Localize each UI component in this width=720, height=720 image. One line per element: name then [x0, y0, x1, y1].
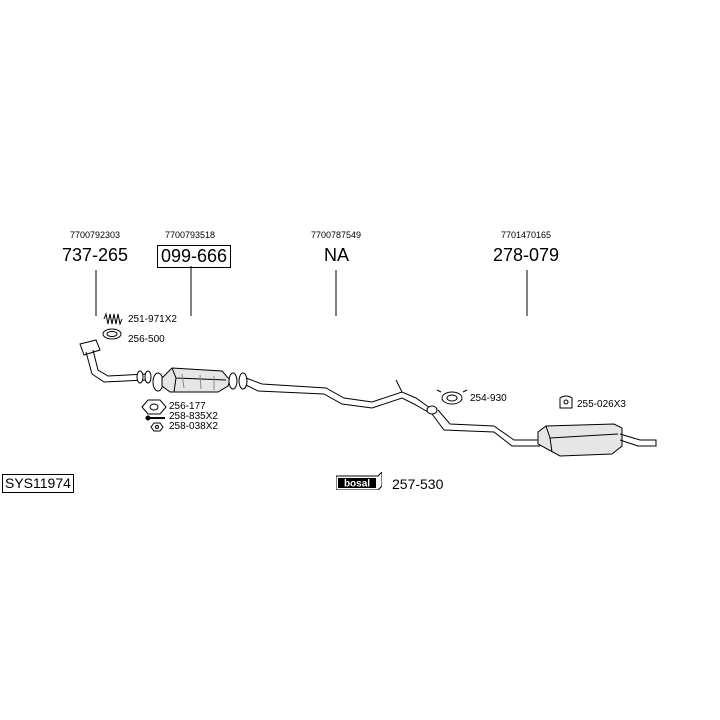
middle-pipe[interactable] [238, 372, 438, 415]
nut-label[interactable]: 258-038X2 [169, 421, 218, 432]
clamp-label[interactable]: 254-930 [470, 393, 507, 404]
part-number-1[interactable]: 737-265 [62, 245, 129, 265]
part-number-3[interactable]: NA [324, 245, 350, 265]
catalytic-converter[interactable] [152, 367, 238, 393]
oe-number-3: 7700787549 [311, 230, 362, 240]
system-id: SYS11974 [2, 474, 74, 493]
oe-number-1: 7700792303 [70, 230, 121, 240]
kit-number[interactable]: 257-530 [392, 476, 444, 492]
oe-number-4: 7701470165 [501, 230, 552, 240]
rubber-mount-icon[interactable] [559, 395, 573, 409]
part-number-4[interactable]: 278-079 [493, 245, 560, 265]
spring-icon [103, 312, 123, 326]
ring-gasket-icon [102, 328, 122, 340]
ring-gasket-inner [106, 331, 118, 337]
gasket-label[interactable]: 256-177 [169, 401, 206, 412]
svg-text:bosal: bosal [344, 479, 370, 490]
spring-label[interactable]: 251-971X2 [128, 314, 177, 325]
part-number-2[interactable]: 099-666 [157, 245, 232, 268]
flange-gasket-icon [141, 399, 167, 415]
bolt-label[interactable]: 258-835X2 [169, 411, 218, 422]
rear-muffler[interactable] [431, 409, 657, 457]
front-pipe[interactable] [79, 339, 152, 384]
rubber-mount-label[interactable]: 255-026X3 [577, 399, 626, 410]
bosal-logo: bosal [335, 470, 383, 491]
nut-icon [150, 422, 164, 432]
ring-label[interactable]: 256-500 [128, 334, 165, 345]
oe-number-2: 7700793518 [165, 230, 216, 240]
clamp-icon[interactable] [436, 389, 468, 405]
